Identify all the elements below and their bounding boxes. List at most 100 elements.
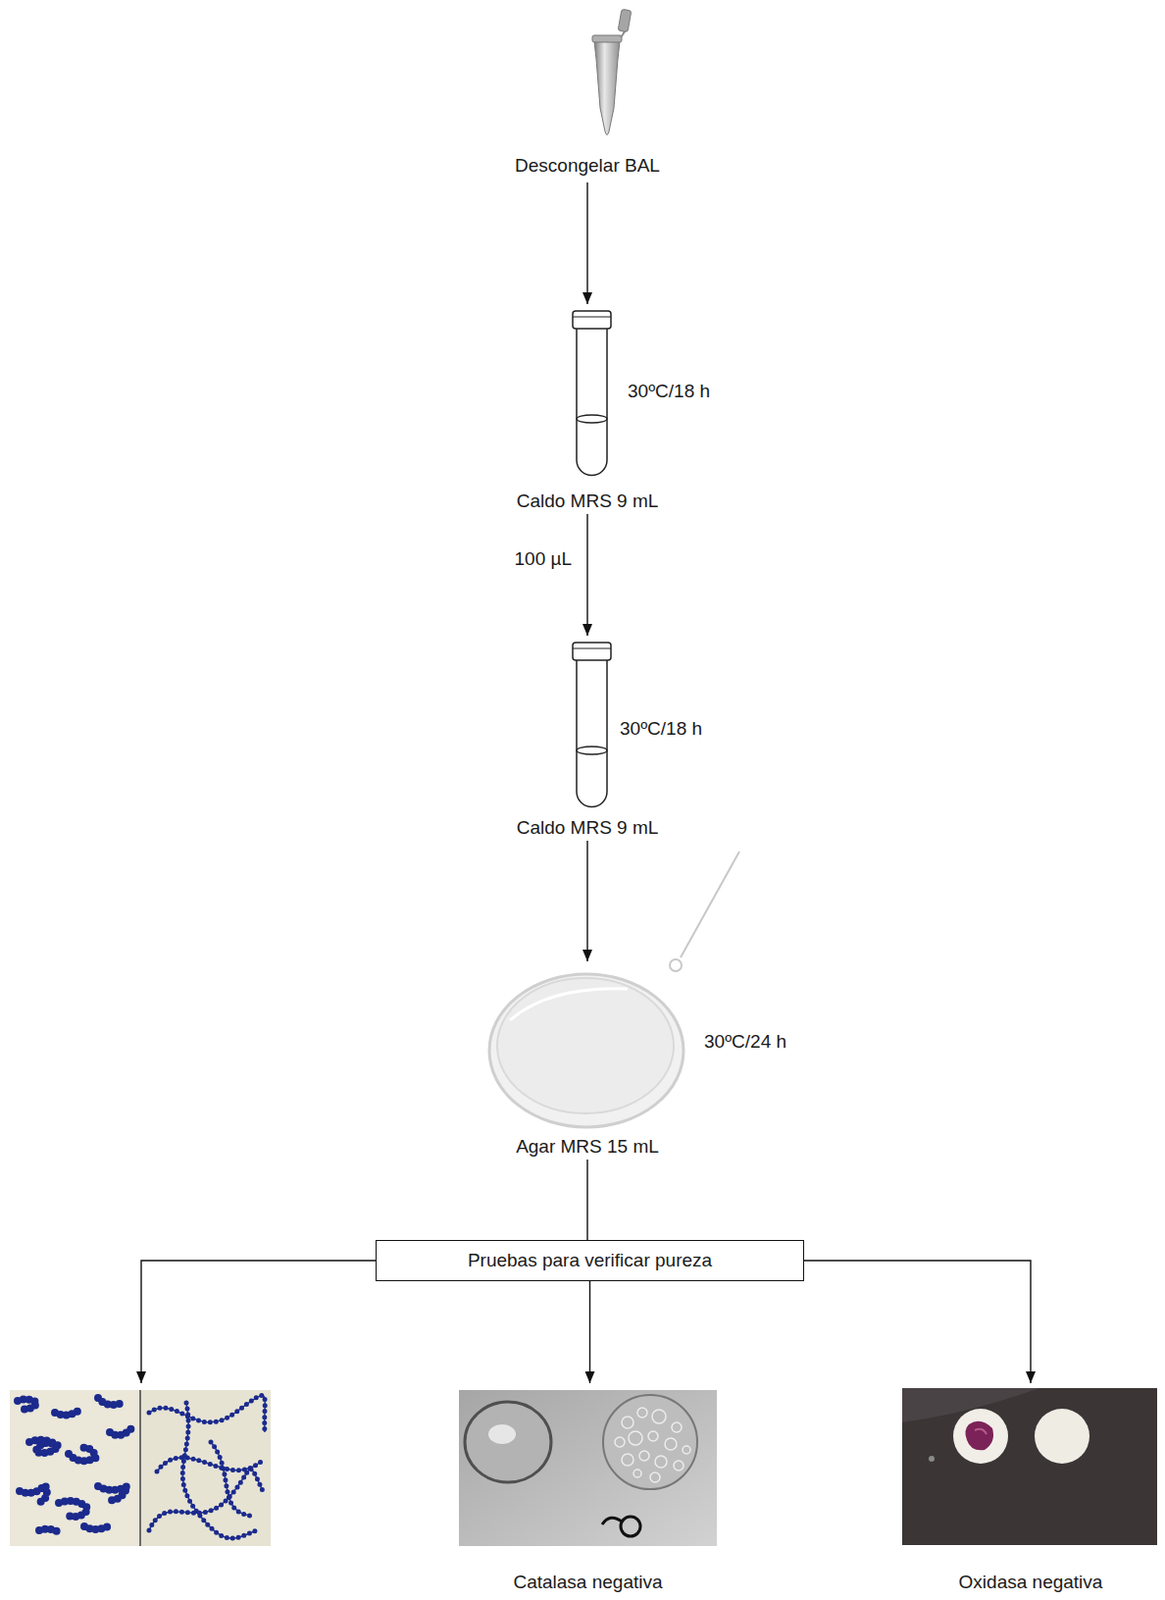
catalase-photo [614,1407,691,1482]
oxidase-photo [902,1387,1158,1545]
gram-stain-photo [156,1457,261,1471]
gram-stain-photo [98,1397,120,1405]
agar-plate-step: Agar MRS 15 mL 30ºC/24 h [361,962,813,1160]
oxidase-photo [953,1408,1009,1464]
gram-stain-photo [98,1485,128,1500]
gram-stain-photo [39,1528,61,1534]
broth-step: Caldo MRS 9 mL 30ºC/18 h [440,305,735,514]
gram-stain-photo [54,1410,79,1416]
test-tube-icon [572,315,611,317]
node-caption: Pruebas para verificar pureza [467,1249,712,1271]
gram-stain-photo [84,1525,108,1529]
node-caption: Caldo MRS 9 mL [516,816,659,839]
catalase-photo [458,1389,717,1546]
flow-line [586,1159,588,1240]
oxidase-photo [928,1455,935,1462]
test-tube-icon [576,414,608,423]
inoculation-loop-icon [680,851,740,958]
gram-stain-photo [58,1500,89,1517]
gram-stain-photo [109,1427,132,1435]
node-caption: Caldo MRS 9 mL [516,490,659,512]
node-caption: Oxidasa negativa [959,1570,1104,1593]
incubation-label: 30ºC/18 h [627,380,710,403]
catalase-photo [602,1517,622,1524]
test-tube-icon [572,310,611,329]
oxidase-photo [974,1428,987,1434]
oxidase-photo [964,1420,994,1450]
gram-stain-photo [140,1389,271,1546]
incubation-label: 30ºC/24 h [704,1030,787,1053]
gram-stain-photo [29,1439,59,1453]
microtube-icon [594,41,620,136]
catalase-photo [628,1430,643,1445]
catalase-photo [664,1437,677,1450]
test-tube-icon [576,328,608,476]
petri-dish-icon [497,977,674,1114]
catalase-photo [488,1423,516,1444]
incubation-label: 30ºC/18 h [619,717,703,740]
catalase-photo [603,1394,698,1489]
catalase-photo [620,1516,641,1536]
gram-stain-photo [182,1402,257,1538]
gram-stain-photo [17,1398,38,1409]
catalase-photo [652,1409,666,1423]
node-caption: Descongelar BAL [514,154,660,177]
test-tube-icon [572,310,611,476]
gram-stain-photo [156,1457,261,1471]
gram-stain-photo [9,1389,271,1546]
oxidase-photo [902,1387,1158,1545]
catalase-photo [655,1455,667,1468]
inoculation-loop-icon [669,959,682,971]
gram-stain-photo [139,1389,142,1546]
volume-label: 100 µL [512,548,575,570]
flow-arrow [586,182,588,304]
node-caption: Catalasa negativa [512,1570,662,1593]
gram-stain-photo [149,1395,265,1539]
microtube-icon [592,8,632,135]
catalase-photo [458,1389,717,1546]
test-tube-icon [576,659,608,808]
petri-dish-icon [489,973,684,1127]
catalase-photo [464,1401,552,1482]
test-tube-icon [576,746,608,755]
petri-dish-icon [489,973,684,1127]
catalase-photo [639,1450,650,1461]
node-caption: Agar MRS 15 mL [515,1135,659,1158]
catalase-photo [671,1421,682,1432]
test-tube-icon [572,642,611,808]
catalase-test: Catalasa negativa [458,1384,717,1595]
test-tube-icon [572,642,611,660]
microtube-icon [592,35,622,43]
catalase-photo [637,1407,648,1418]
catalase-photo [648,1430,659,1441]
catalase-photo [621,1453,634,1466]
gram-stain-photo [19,1484,48,1503]
branch-arrow [141,1260,376,1383]
inoculation-loop-icon [669,851,740,971]
petri-dish-icon [509,988,628,1020]
test-tube-icon [572,647,611,649]
gram-stain-photo [149,1395,265,1539]
catalase-photo [682,1445,691,1454]
gram-stain-photo [149,1395,265,1432]
oxidase-photo [1034,1408,1090,1464]
gram-stain-photo [149,1395,265,1432]
catalase-photo [673,1460,684,1470]
gram-stain-photo [210,1441,251,1516]
catalase-photo [614,1436,625,1447]
microtube-icon [617,8,632,32]
broth-step: Caldo MRS 9 mL 30ºC/18 h [440,637,735,841]
catalase-photo [650,1471,660,1482]
gram-stain-photo [68,1447,97,1461]
process-box: Pruebas para verificar pureza [375,1239,805,1281]
flow-arrow [586,513,588,636]
flow-arrow [804,1260,1031,1383]
flow-arrow [586,840,588,962]
catalase-photo [633,1468,642,1477]
flow-arrow [589,1280,591,1383]
oxidase-test: Oxidasa negativa [902,1384,1160,1595]
thaw-step: Descongelar BAL [479,5,696,183]
